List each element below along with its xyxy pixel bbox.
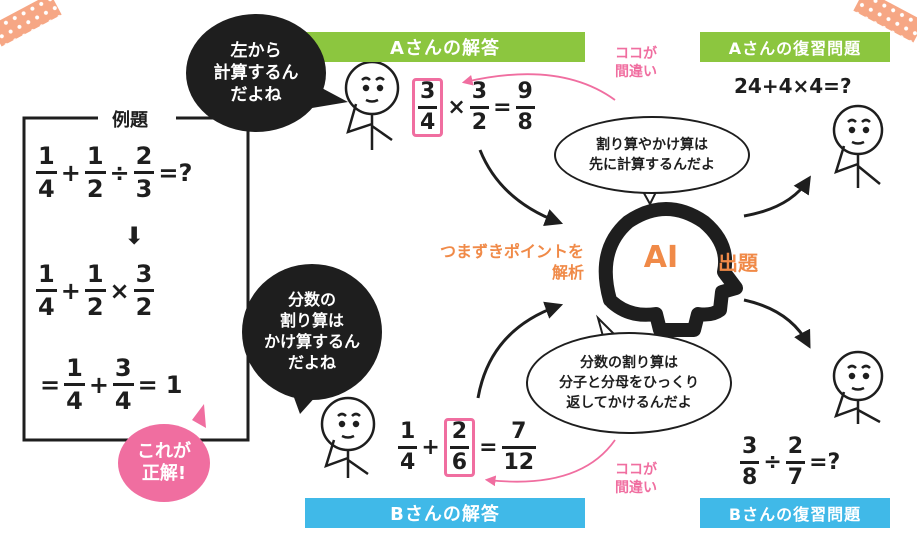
- correct-bubble-tail: [192, 404, 206, 428]
- b-answer-banner: Bさんの解答: [305, 498, 585, 528]
- pink-arrow-b: [484, 439, 616, 487]
- arrow-a-to-ai: [478, 149, 564, 226]
- hint-a-bubble: 割り算やかけ算は 先に計算するんだよ: [554, 116, 750, 194]
- output-label: 出題: [718, 251, 758, 275]
- ai-label: AI: [643, 240, 679, 275]
- b-mistake-note: ココが 間違い: [615, 462, 657, 496]
- pink-arrow-a: [461, 73, 616, 101]
- arrow-ai-to-a-review: [743, 175, 811, 218]
- b-thought-bubble: 分数の 割り算は かけ算するん だよね: [242, 264, 382, 400]
- arrow-ai-to-b-review: [743, 298, 811, 349]
- a-review-question: 24+4×4=?: [734, 74, 852, 98]
- person-a-icon: [344, 60, 400, 150]
- person-a-review-icon: [832, 104, 884, 188]
- down-arrow-icon: ⬇: [124, 222, 145, 250]
- arrow-b-to-ai: [476, 301, 564, 399]
- correct-answer-bubble: これが 正解!: [118, 424, 210, 502]
- ai-head-icon: [598, 202, 743, 337]
- a-answer-banner: Aさんの解答: [305, 32, 585, 62]
- person-b-icon: [320, 396, 376, 478]
- hint-b-bubble: 分数の割り算は 分子と分母をひっくり 返してかけるんだよ: [526, 332, 732, 434]
- example-label: 例題: [106, 106, 154, 132]
- analyze-label: つまずきポイントを 解析: [439, 242, 584, 282]
- a-mistake-note: ココが 間違い: [615, 46, 657, 80]
- a-review-banner: Aさんの復習問題: [700, 32, 890, 62]
- a-thought-bubble: 左から 計算するん だよね: [186, 14, 326, 132]
- b-review-banner: Bさんの復習問題: [700, 498, 890, 528]
- person-b-review-icon: [832, 350, 884, 424]
